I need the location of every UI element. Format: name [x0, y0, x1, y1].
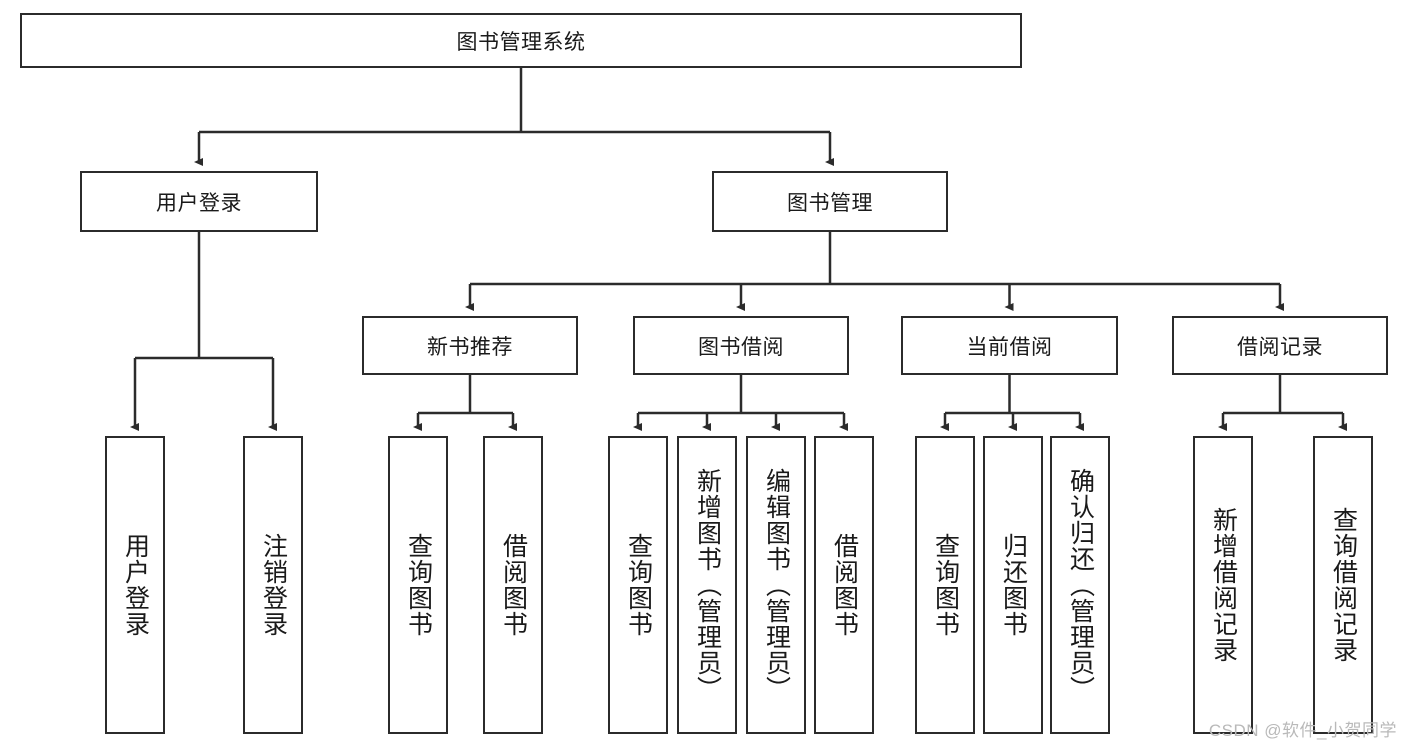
node-leaf-user-login[interactable]: 用户登录 [105, 436, 165, 734]
node-label: 用户登录 [121, 533, 150, 637]
node-leaf-borrow-edit-book[interactable]: 编辑图书（管理员） [746, 436, 806, 734]
node-label: 确认归还（管理员） [1066, 468, 1095, 702]
node-label: 借阅图书 [499, 533, 528, 637]
node-label: 注销登录 [259, 533, 288, 637]
node-label: 借阅图书 [830, 533, 859, 637]
node-label: 新书推荐 [427, 335, 513, 359]
node-new-book-recommend[interactable]: 新书推荐 [362, 316, 578, 375]
node-label: 新增借阅记录 [1209, 507, 1238, 663]
node-label: 查询借阅记录 [1329, 507, 1358, 663]
node-leaf-cur-return-book[interactable]: 归还图书 [983, 436, 1043, 734]
node-book-manage[interactable]: 图书管理 [712, 171, 948, 232]
node-label: 图书管理系统 [456, 30, 586, 54]
node-label: 图书管理 [787, 191, 873, 215]
node-user-login[interactable]: 用户登录 [80, 171, 318, 232]
node-leaf-rec-query-record[interactable]: 查询借阅记录 [1313, 436, 1373, 734]
node-leaf-rec-add-record[interactable]: 新增借阅记录 [1193, 436, 1253, 734]
node-label: 查询图书 [624, 533, 653, 637]
node-book-borrow[interactable]: 图书借阅 [633, 316, 849, 375]
node-current-borrow[interactable]: 当前借阅 [901, 316, 1118, 375]
node-leaf-borrow-borrow-book[interactable]: 借阅图书 [814, 436, 874, 734]
node-label: 查询图书 [931, 533, 960, 637]
node-label: 当前借阅 [966, 335, 1053, 359]
node-borrow-record[interactable]: 借阅记录 [1172, 316, 1388, 375]
node-label: 查询图书 [404, 533, 433, 637]
node-leaf-borrow-add-book[interactable]: 新增图书（管理员） [677, 436, 737, 734]
node-leaf-cur-confirm-return[interactable]: 确认归还（管理员） [1050, 436, 1110, 734]
node-label: 归还图书 [999, 533, 1028, 637]
node-leaf-cur-query-book[interactable]: 查询图书 [915, 436, 975, 734]
node-label: 用户登录 [156, 191, 242, 215]
watermark-text: CSDN @软件_小贺同学 [1208, 721, 1397, 740]
node-label: 借阅记录 [1237, 335, 1323, 359]
node-label: 图书借阅 [698, 335, 784, 359]
node-label: 编辑图书（管理员） [762, 468, 791, 702]
node-label: 新增图书（管理员） [693, 468, 722, 702]
node-root[interactable]: 图书管理系统 [20, 13, 1022, 68]
node-leaf-rec-borrow-book[interactable]: 借阅图书 [483, 436, 543, 734]
node-leaf-rec-query-book[interactable]: 查询图书 [388, 436, 448, 734]
node-leaf-borrow-query-book[interactable]: 查询图书 [608, 436, 668, 734]
node-leaf-user-logout[interactable]: 注销登录 [243, 436, 303, 734]
